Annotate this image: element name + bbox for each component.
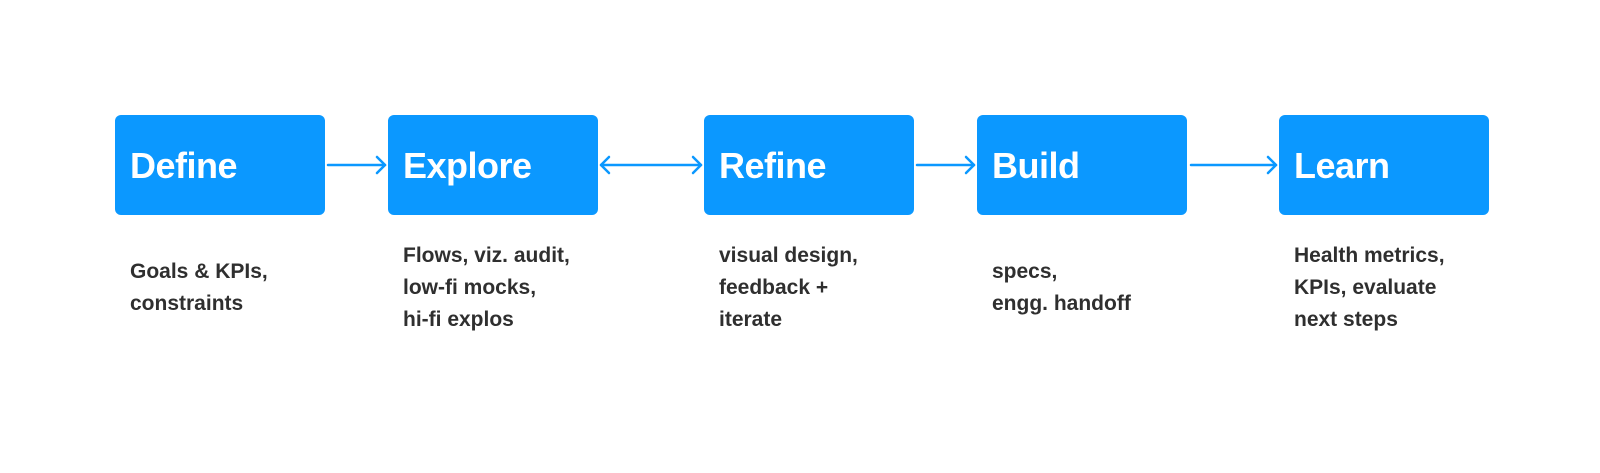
note-line: constraints xyxy=(130,292,244,315)
stage-box-build: Build xyxy=(977,115,1187,215)
arrow-define-explore xyxy=(326,155,387,175)
note-line: low-fi mocks, xyxy=(403,276,537,299)
note-line: specs, xyxy=(992,260,1058,283)
note-line: hi-fi explos xyxy=(403,308,514,331)
note-line: iterate xyxy=(719,308,783,331)
stage-notes-explore: Flows, viz. audit, low-fi mocks, hi-fi e… xyxy=(388,240,598,336)
note-line: next steps xyxy=(1294,308,1398,331)
stage-title-define: Define xyxy=(130,145,238,186)
stage-title-learn: Learn xyxy=(1294,145,1390,186)
note-line: visual design, xyxy=(719,244,858,267)
stage-box-learn: Learn xyxy=(1279,115,1489,215)
stage-notes-define: Goals & KPIs, constraints xyxy=(115,256,325,320)
stage-notes-refine: visual design, feedback + iterate xyxy=(704,240,914,336)
stage-notes-build: specs, engg. handoff xyxy=(977,256,1187,320)
stage-box-define: Define xyxy=(115,115,325,215)
stage-title-build: Build xyxy=(992,145,1080,186)
stage-box-explore: Explore xyxy=(388,115,598,215)
stage-box-refine: Refine xyxy=(704,115,914,215)
note-line: feedback + xyxy=(719,276,829,299)
arrow-refine-build xyxy=(915,155,976,175)
note-line: Goals & KPIs, xyxy=(130,260,268,283)
arrow-build-learn xyxy=(1189,155,1278,175)
note-line: Flows, viz. audit, xyxy=(403,244,570,267)
note-line: Health metrics, xyxy=(1294,244,1445,267)
note-line: engg. handoff xyxy=(992,292,1131,315)
stage-notes-learn: Health metrics, KPIs, evaluate next step… xyxy=(1279,240,1489,336)
arrow-explore-refine-bidirectional xyxy=(599,155,703,175)
stage-title-refine: Refine xyxy=(719,145,827,186)
note-line: KPIs, evaluate xyxy=(1294,276,1437,299)
stage-title-explore: Explore xyxy=(403,145,532,186)
